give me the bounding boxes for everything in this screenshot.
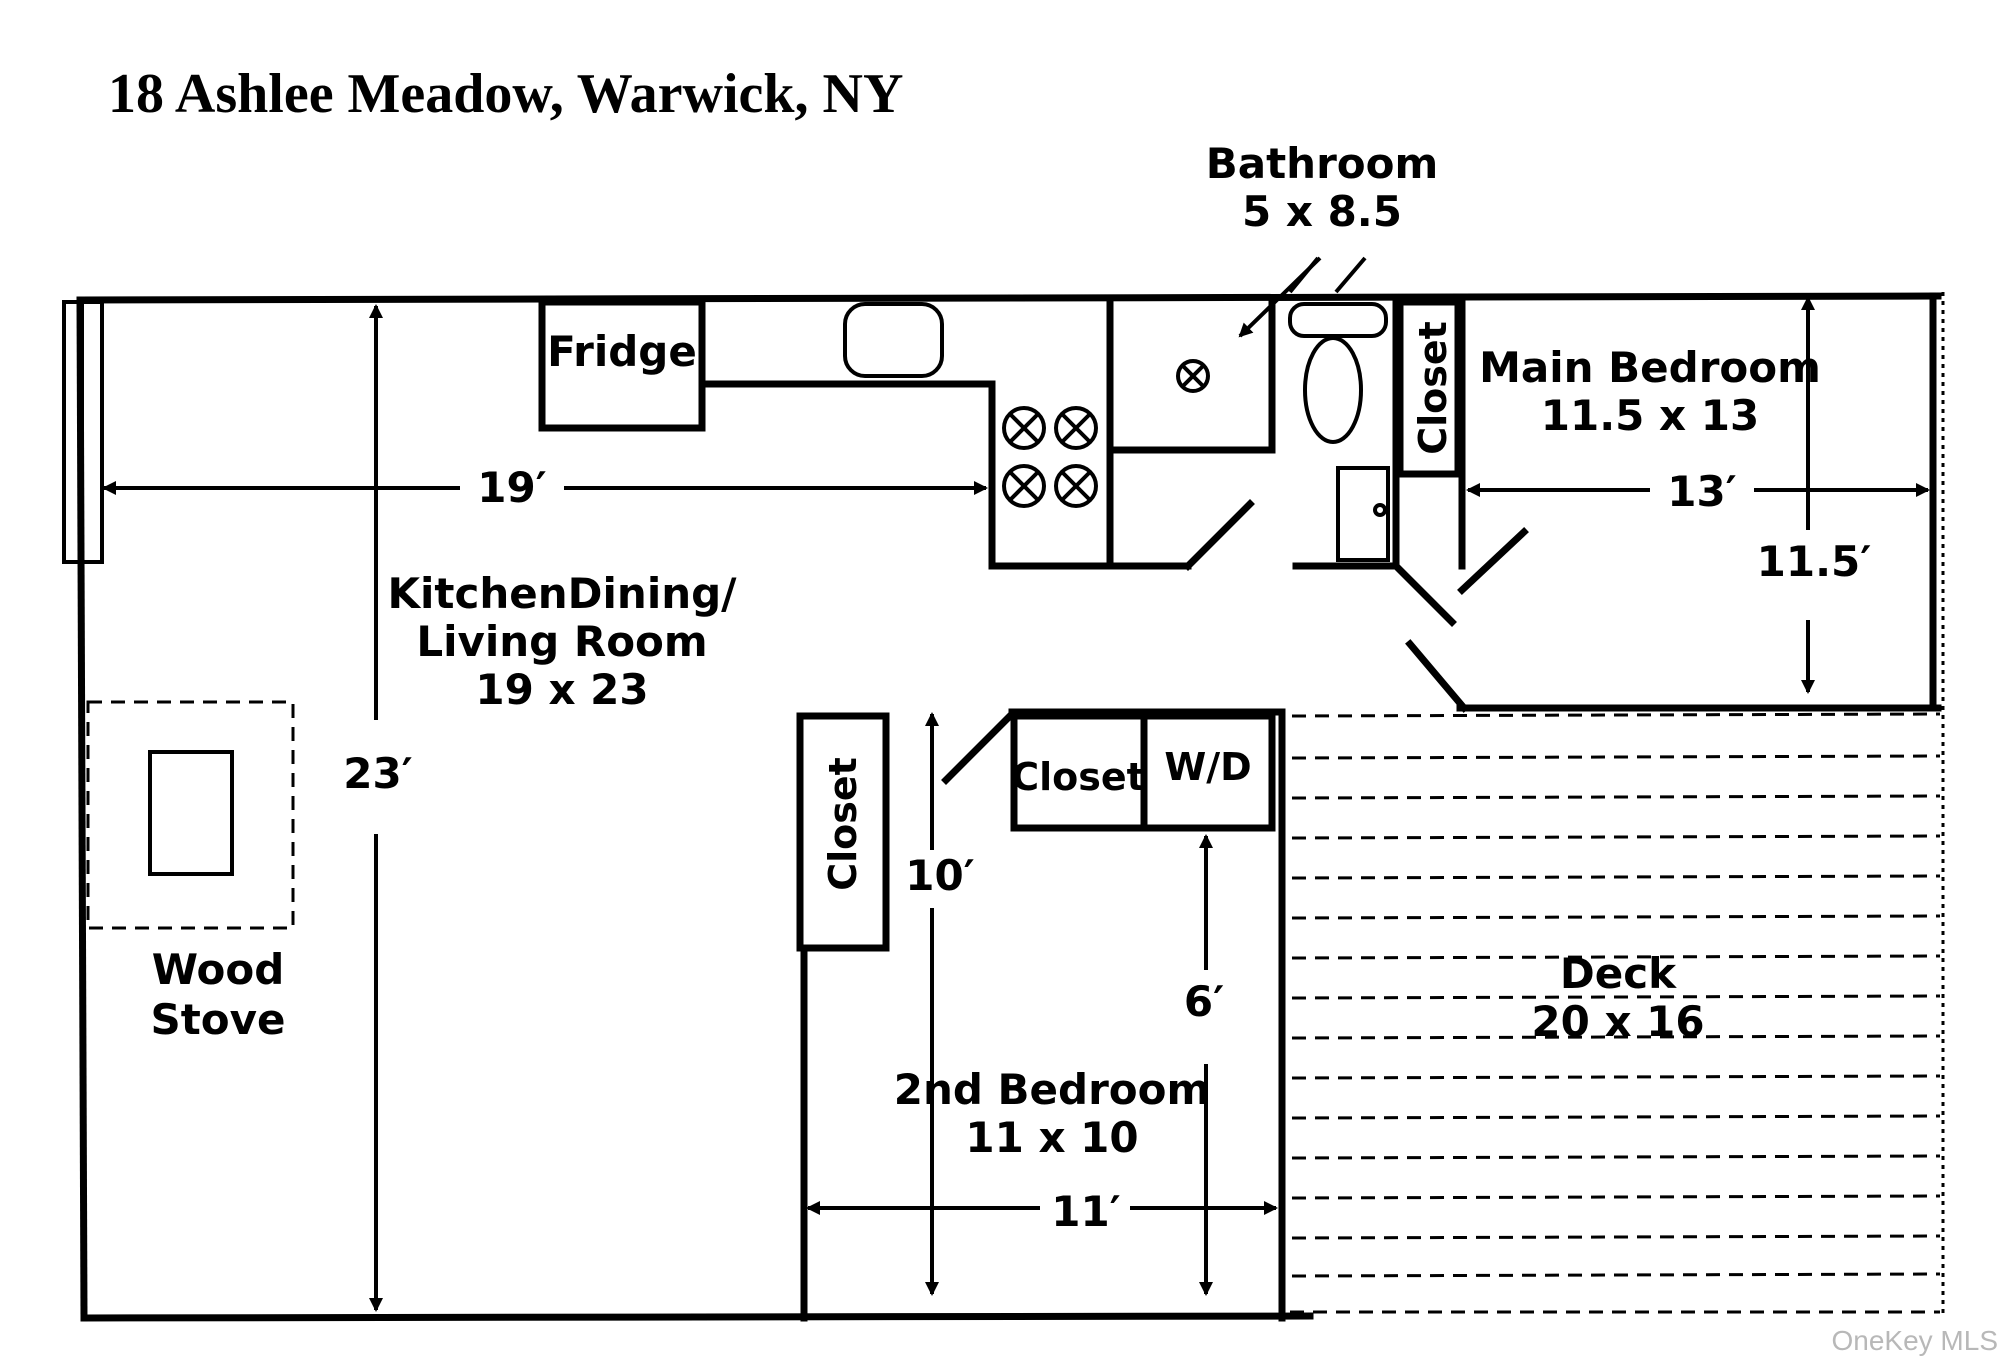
kitchen-name-line1: KitchenDining/	[387, 569, 737, 618]
washer-dryer-closet	[1140, 712, 1276, 832]
kitchen-sink-icon	[843, 302, 944, 378]
wood-stove-line1: Wood	[152, 945, 285, 994]
main-bedroom-closet	[1396, 298, 1462, 478]
watermark: OneKey MLS	[1831, 1325, 1998, 1356]
dim-second-bedroom-length: 10′	[905, 851, 975, 900]
plan-title: 18 Ashlee Meadow, Warwick, NY	[108, 63, 903, 125]
second-bedroom-size: 11 x 10	[965, 1113, 1138, 1162]
main-bedroom-name: Main Bedroom	[1479, 343, 1821, 392]
second-bedroom-left-closet-label: Closet	[821, 757, 865, 891]
dim-second-bedroom-partial: 6′	[1184, 977, 1224, 1026]
main-bedroom-closet-label: Closet	[1411, 321, 1455, 455]
appliance-symbol-icon	[1176, 359, 1210, 393]
toilet-icon	[1303, 336, 1363, 444]
second-bedroom-door-swing	[941, 709, 1017, 785]
wood-stove-icon	[148, 750, 234, 876]
second-bedroom-closet-left	[796, 712, 890, 952]
fridge-label: Fridge	[547, 327, 697, 376]
second-bedroom-name: 2nd Bedroom	[894, 1065, 1211, 1114]
wood-stove-hearth	[86, 700, 295, 930]
deck-planks	[1290, 712, 1941, 1314]
dimension-arrows	[102, 296, 1930, 1312]
washer-dryer-label: W/D	[1164, 745, 1251, 789]
dim-second-bedroom-width: 11′	[1051, 1187, 1121, 1236]
dim-kitchen-width: 19′	[477, 463, 547, 512]
deck-name: Deck	[1560, 949, 1677, 998]
wood-stove-line2: Stove	[150, 995, 285, 1044]
second-bedroom-closet-label: Closet	[1011, 755, 1145, 799]
kitchen-size: 19 x 23	[475, 665, 648, 714]
main-bedroom-size: 11.5 x 13	[1541, 391, 1759, 440]
kitchen-door-swing	[1183, 499, 1255, 571]
stove-burners-icon	[1002, 406, 1098, 508]
dim-kitchen-length: 23′	[343, 749, 413, 798]
bathroom-sink-icon	[1336, 466, 1390, 562]
exterior-walls	[76, 292, 1942, 1322]
dim-main-bedroom-length: 11.5′	[1757, 537, 1872, 586]
deck-size: 20 x 16	[1531, 997, 1704, 1046]
bathroom-size: 5 x 8.5	[1242, 187, 1402, 236]
bathroom-name: Bathroom	[1206, 139, 1439, 188]
bathtub-icon	[1288, 302, 1388, 338]
bathroom-walls	[1268, 298, 1400, 570]
main-bedroom-door-swing	[1457, 527, 1529, 595]
kitchen-name-line2: Living Room	[416, 617, 707, 666]
dim-main-bedroom-width: 13′	[1667, 467, 1737, 516]
